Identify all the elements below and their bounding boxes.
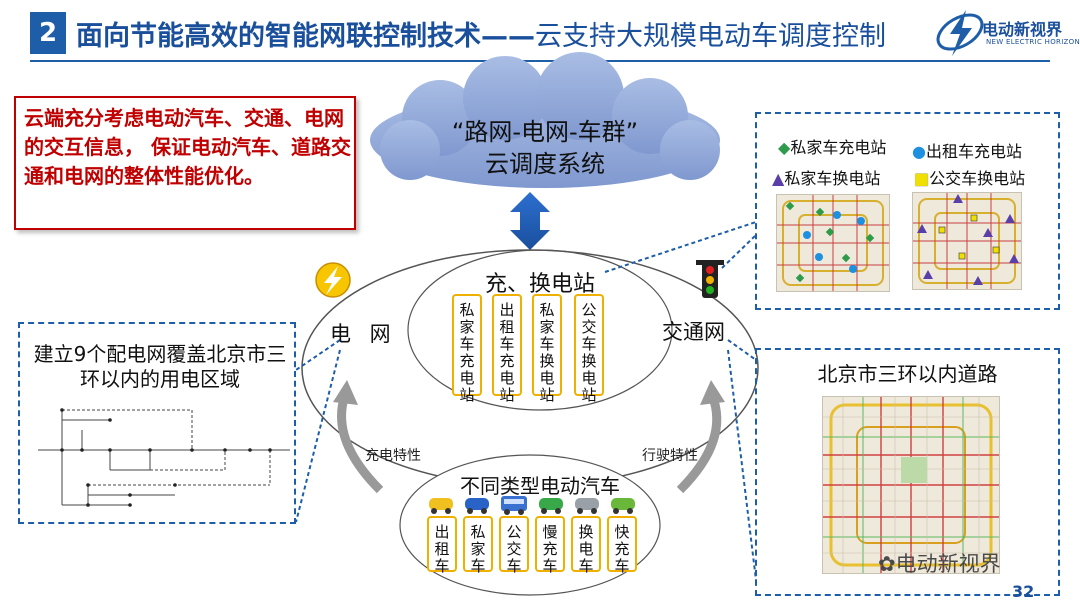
- distribution-network-title: 建立9个配电网覆盖北京市三环以内的用电区域: [33, 342, 287, 391]
- ev-types-title: 不同类型电动汽车: [460, 474, 620, 498]
- double-arrow-icon: [510, 192, 550, 250]
- connector-grid-left-2: [295, 349, 341, 523]
- ev-type-box: 换电车: [571, 516, 601, 575]
- ev-type-box: 出租车: [427, 516, 457, 575]
- car-icon-private: [465, 498, 489, 514]
- map-private-taxi-stations: [776, 194, 890, 292]
- legend-item: ▲私家车换电站: [772, 169, 881, 188]
- summary-box: [14, 96, 356, 230]
- station-box: 公交车换电站: [574, 294, 604, 404]
- square-icon: ■: [914, 169, 930, 188]
- legend-item: ◆私家车充电站: [778, 138, 887, 157]
- connector-top-right: [604, 221, 757, 273]
- page-title-main: 面向节能高效的智能网联控制技术——: [76, 21, 535, 52]
- cloud-title: “路网-电网-车群”: [451, 118, 639, 146]
- distribution-network-panel: [18, 322, 296, 524]
- station-box: 私家车充电站: [452, 294, 482, 404]
- page-title-sub: 云支持大规模电动车调度控制: [535, 21, 886, 52]
- summary-text: 云端充分考虑电动汽车、交通、电网的交互信息， 保证电动汽车、道路交通和电网的整体…: [24, 106, 351, 188]
- legend-item: ■公交车换电站: [914, 169, 1026, 188]
- page-title: 面向节能高效的智能网联控制技术——云支持大规模电动车调度控制: [76, 14, 886, 53]
- ev-type-box: 快充车: [607, 516, 637, 575]
- car-icon-taxi: [429, 498, 453, 514]
- drive-feature-label: 行驶特性: [642, 448, 698, 464]
- circle-icon: ●: [912, 142, 926, 161]
- triangle-icon: ▲: [772, 169, 785, 188]
- traffic-label: 交通网: [662, 320, 725, 344]
- ev-type-box: 私家车: [463, 516, 493, 575]
- right-curved-arrow: [676, 393, 722, 494]
- stations-map-panel: [755, 112, 1060, 310]
- map-swap-stations: [912, 192, 1022, 290]
- brand-name: 电动新视界: [982, 20, 1063, 39]
- connector-traffic-map: [721, 234, 757, 269]
- cloud-subtitle: 云调度系统: [485, 150, 605, 178]
- diamond-icon: ◆: [778, 138, 791, 157]
- traffic-light-icon: [696, 260, 724, 298]
- road-map-title: 北京市三环以内道路: [817, 362, 998, 386]
- wechat-icon: ✿: [878, 552, 896, 576]
- car-icon-swap: [575, 498, 599, 514]
- station-box: 出租车充电站: [492, 294, 522, 404]
- charge-feature-label: 充电特性: [365, 448, 421, 464]
- page-number: 32: [1012, 582, 1035, 601]
- brand-logo: [936, 10, 984, 56]
- ev-type-box: 慢充车: [535, 516, 565, 575]
- brand-subtitle: NEW ELECTRIC HORIZON: [986, 38, 1080, 46]
- connector-traffic-road: [727, 339, 757, 361]
- header-divider: [30, 60, 1050, 62]
- stations-ellipse: [407, 249, 673, 411]
- section-number: 2: [30, 12, 66, 54]
- ev-type-box: 公交车: [499, 516, 529, 575]
- road-map-panel: [755, 348, 1060, 596]
- stations-title: 充、换电站: [484, 272, 595, 297]
- beijing-road-map: [822, 396, 1000, 574]
- station-box: 私家车换电站: [532, 294, 562, 404]
- left-curved-arrow: [337, 393, 384, 494]
- bus-icon: [501, 496, 527, 515]
- car-icon-fast-charge: [611, 498, 635, 514]
- grid-label: 电 网: [330, 322, 397, 346]
- legend-item: ●出租车充电站: [912, 142, 1022, 161]
- cloud-shape: [370, 52, 720, 188]
- connector-traffic-road-2: [727, 349, 757, 581]
- watermark: ✿电动新视界: [878, 552, 1001, 576]
- distribution-network-diagram: [38, 409, 290, 506]
- lightning-icon: [315, 262, 351, 298]
- car-icon-slow-charge: [539, 498, 563, 514]
- connector-grid-left: [295, 339, 341, 371]
